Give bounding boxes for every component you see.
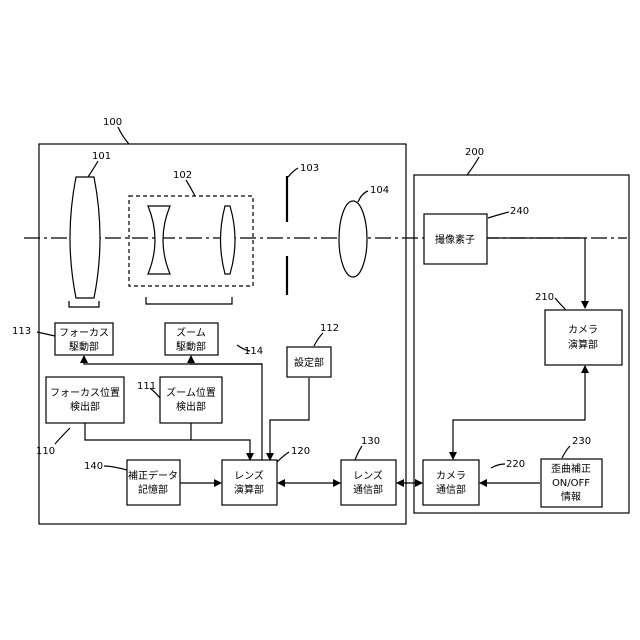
leader-210 xyxy=(555,298,566,310)
ref-100: 100 xyxy=(103,117,122,128)
leader-103 xyxy=(288,168,298,177)
focus-drive-line2: 駆動部 xyxy=(69,340,99,353)
zoom-drive-line1: ズーム xyxy=(176,326,206,339)
image-sensor-label: 撮像素子 xyxy=(435,233,475,246)
lens-calc-block: レンズ 演算部 xyxy=(222,460,277,505)
zoom-drive-block: ズーム 駆動部 xyxy=(165,323,218,355)
correction-storage-line2: 記憶部 xyxy=(138,483,168,496)
leader-101 xyxy=(88,161,98,177)
leader-140 xyxy=(104,466,127,470)
conn-focus-pos-calc xyxy=(85,423,250,460)
lens-comm-line2: 通信部 xyxy=(353,483,383,496)
lens-comm-line1: レンズ xyxy=(353,469,383,482)
conn-comm-calc xyxy=(453,366,585,459)
focus-drive-line1: フォーカス xyxy=(59,327,109,339)
ref-220: 220 xyxy=(506,459,525,470)
correction-storage-block: 補正データ 記憶部 xyxy=(127,460,180,505)
convex-lens xyxy=(221,206,236,274)
focus-pos-line2: 検出部 xyxy=(70,400,100,413)
ref-112: 112 xyxy=(320,323,339,334)
distortion-info-line2: ON/OFF xyxy=(552,478,590,489)
ref-102: 102 xyxy=(173,170,192,181)
ref-130: 130 xyxy=(361,436,380,447)
leader-130 xyxy=(355,446,362,460)
correction-storage-line1: 補正データ xyxy=(128,469,178,482)
ref-240: 240 xyxy=(510,206,529,217)
zoom-pos-line1: ズーム位置 xyxy=(166,386,216,399)
leader-240 xyxy=(488,212,509,218)
camera-comm-line2: 通信部 xyxy=(436,483,466,496)
leader-104 xyxy=(358,191,368,202)
concave-lens xyxy=(148,206,170,274)
leader-200 xyxy=(467,157,479,175)
lens-group-bracket xyxy=(146,297,232,304)
camera-comm-line1: カメラ xyxy=(436,470,466,482)
setting-unit-block: 設定部 xyxy=(287,347,331,377)
ref-113: 113 xyxy=(12,326,31,337)
lens-101 xyxy=(70,177,100,298)
ref-110: 110 xyxy=(36,446,55,457)
setting-unit-label: 設定部 xyxy=(294,356,324,369)
camera-calc-block: カメラ 演算部 xyxy=(545,310,622,365)
focus-drive-block: フォーカス 駆動部 xyxy=(55,323,113,355)
camera-calc-line1: カメラ xyxy=(568,324,598,336)
leader-110 xyxy=(55,428,70,444)
image-sensor-block: 撮像素子 xyxy=(424,214,487,264)
zoom-drive-line2: 駆動部 xyxy=(176,340,206,353)
ref-120: 120 xyxy=(291,446,310,457)
lens-comm-block: レンズ 通信部 xyxy=(341,460,396,505)
ref-140: 140 xyxy=(84,461,103,472)
lens-104 xyxy=(339,201,367,277)
lens-calc-line1: レンズ xyxy=(234,469,264,482)
ref-111: 111 xyxy=(137,381,156,392)
distortion-info-line1: 歪曲補正 xyxy=(551,462,591,475)
leader-112 xyxy=(314,333,323,346)
ref-114: 114 xyxy=(244,346,263,357)
leader-100 xyxy=(118,127,129,144)
leader-230 xyxy=(562,446,570,458)
lens-calc-line2: 演算部 xyxy=(234,483,264,496)
distortion-info-block: 歪曲補正 ON/OFF 情報 xyxy=(541,459,602,507)
leader-102 xyxy=(186,180,195,196)
ref-104: 104 xyxy=(370,185,389,196)
camera-comm-block: カメラ 通信部 xyxy=(423,460,479,505)
lens-101-bracket xyxy=(69,301,99,307)
distortion-info-line3: 情報 xyxy=(561,490,581,503)
leader-120 xyxy=(277,452,289,462)
conn-calc-zoom-drive xyxy=(191,356,262,364)
ref-230: 230 xyxy=(572,436,591,447)
zoom-pos-detect-block: ズーム位置 検出部 xyxy=(160,377,222,423)
camera-calc-line2: 演算部 xyxy=(568,338,598,351)
leader-113 xyxy=(37,332,55,336)
ref-200: 200 xyxy=(465,147,484,158)
ref-210: 210 xyxy=(535,292,554,303)
ref-101: 101 xyxy=(92,151,111,162)
zoom-pos-line2: 検出部 xyxy=(176,400,206,413)
focus-pos-detect-block: フォーカス位置 検出部 xyxy=(46,377,124,423)
leader-220 xyxy=(491,464,505,468)
focus-pos-line1: フォーカス位置 xyxy=(50,386,120,399)
ref-103: 103 xyxy=(300,163,319,174)
